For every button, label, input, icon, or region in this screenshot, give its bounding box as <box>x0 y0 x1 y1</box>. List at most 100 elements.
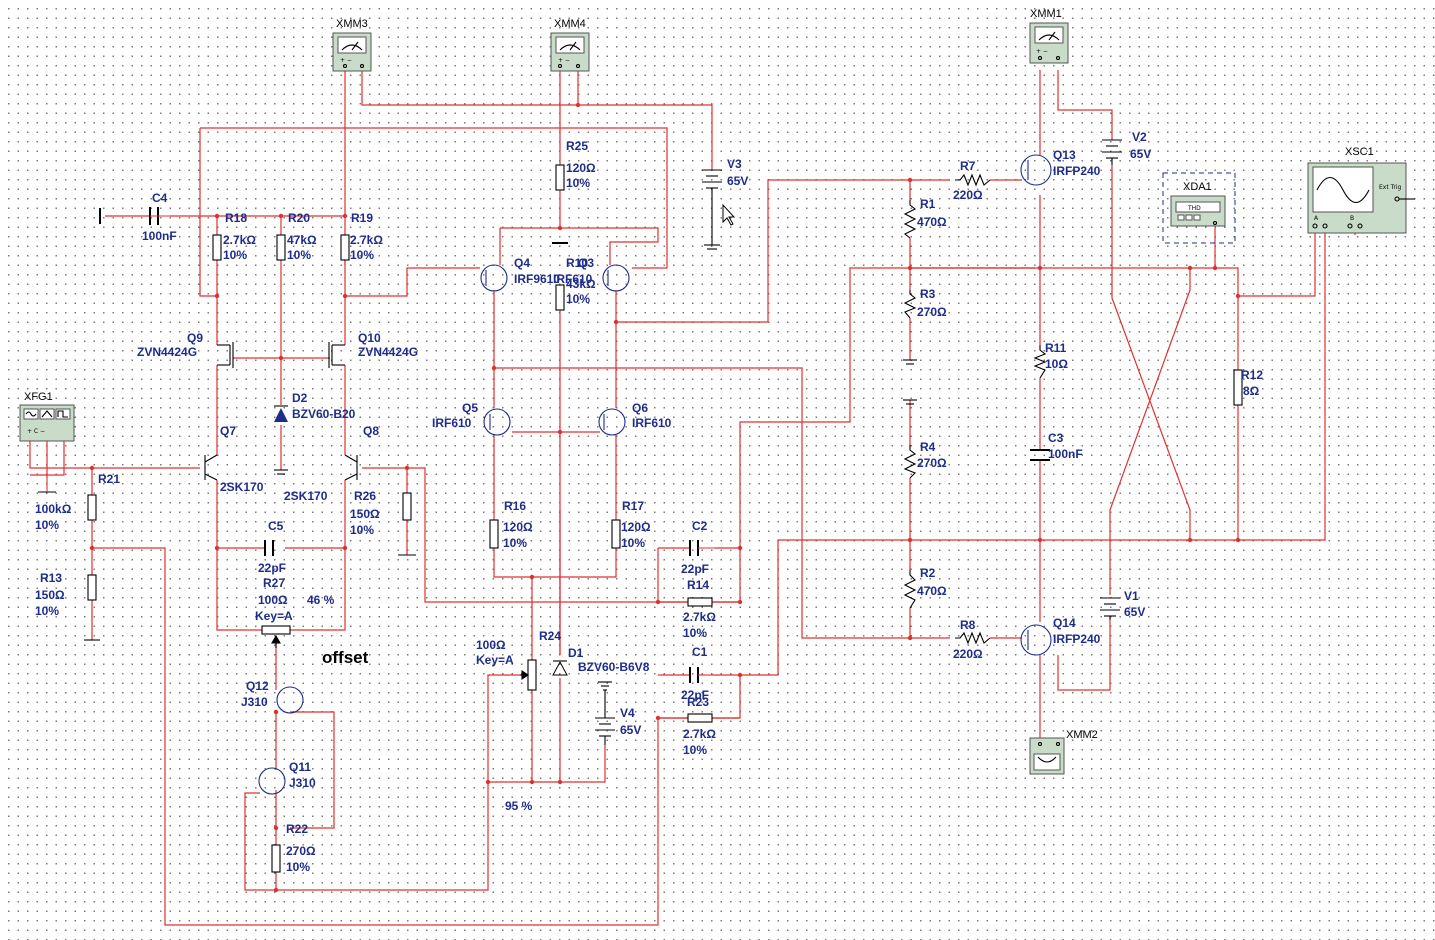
resistor-boxes <box>87 164 1243 873</box>
r24-value-label: 100Ω <box>476 638 506 652</box>
v2-name-label: V2 <box>1132 130 1147 144</box>
r12-value-label: 8Ω <box>1243 384 1260 398</box>
r26-tol-label: 10% <box>350 523 374 537</box>
v3-name-label: V3 <box>727 157 742 171</box>
xmm3-label: XMM3 <box>336 18 368 30</box>
q3-model-label: IRF610 <box>553 272 593 286</box>
xmm2-label: XMM2 <box>1066 729 1098 741</box>
r25-name-label: R25 <box>566 139 588 153</box>
r21-value-label: 100kΩ <box>35 502 72 516</box>
q14-model-label: IRFP240 <box>1053 632 1101 646</box>
r3-name-label: R3 <box>920 287 936 301</box>
r11-value-label: 10Ω <box>1045 357 1068 371</box>
labels: XMM3 XMM4 XMM1 XMM2 XFG1 XDA1 THD XSC1 E… <box>24 8 1402 874</box>
c3-value-label: 100nF <box>1048 447 1083 461</box>
mouse-cursor-icon <box>722 203 736 226</box>
jfet-mosfet-symbols <box>204 342 358 481</box>
xsc1-a-label: A <box>1314 215 1319 222</box>
instrument-xsc1[interactable] <box>1307 162 1415 234</box>
svg-text:+ C −: + C − <box>27 428 45 435</box>
zigzag-resistors <box>903 173 1047 645</box>
r4-value-label: 270Ω <box>917 456 947 470</box>
r24-key-label: Key=A <box>476 653 514 667</box>
v3-value-label: 65V <box>727 174 748 188</box>
v2-value-label: 65V <box>1130 147 1151 161</box>
r10-value-label: 43kΩ <box>566 277 596 291</box>
r4-name-label: R4 <box>920 440 936 454</box>
r26-value-label: 150Ω <box>350 507 380 521</box>
r8-value-label: 220Ω <box>953 647 983 661</box>
r14-value-label: 2.7kΩ <box>683 610 716 624</box>
q9-name-label: Q9 <box>187 331 203 345</box>
r14-tol-label: 10% <box>683 626 707 640</box>
svg-text:+ −: + − <box>340 57 352 64</box>
instrument-xmm2[interactable] <box>1029 737 1065 775</box>
instrument-xmm4[interactable]: + − <box>550 32 590 72</box>
q7-name-label: Q7 <box>220 424 236 438</box>
q5-model-label: IRF610 <box>432 416 472 430</box>
c5-name-label: C5 <box>268 519 284 533</box>
r8-name-label: R8 <box>960 618 976 632</box>
c1-value-label: 22pF <box>681 688 709 702</box>
xda1-screen-label: THD <box>1187 205 1201 212</box>
r18-tol-label: 10% <box>223 248 247 262</box>
c2-value-label: 22pF <box>681 562 709 576</box>
junctions <box>89 102 1241 893</box>
xsc1-ext-label: Ext Trig <box>1379 184 1402 191</box>
q12-name-label: Q12 <box>246 679 269 693</box>
q8-name-label: Q8 <box>363 424 379 438</box>
instrument-xmm1[interactable]: + − <box>1029 22 1069 64</box>
r22-name-label: R22 <box>286 822 308 836</box>
r25-tol-label: 10% <box>566 176 590 190</box>
r27-name-label: R27 <box>263 576 285 590</box>
q6-model-label: IRF610 <box>632 416 672 430</box>
r14-name-label: R14 <box>687 578 709 592</box>
r7-name-label: R7 <box>960 159 976 173</box>
r22-tol-label: 10% <box>286 860 310 874</box>
r19-name-label: R19 <box>351 211 373 225</box>
instrument-xfg1[interactable]: + C − <box>19 404 75 442</box>
c4-value-label: 100nF <box>142 229 177 243</box>
q4-model-label: IRF9610 <box>514 272 560 286</box>
batteries <box>595 139 1122 745</box>
r13-name-label: R13 <box>40 571 62 585</box>
q8-model-label: 2SK170 <box>284 489 328 503</box>
d1-name-label: D1 <box>568 646 584 660</box>
q11-name-label: Q11 <box>289 760 311 774</box>
r2-value-label: 470Ω <box>917 584 947 598</box>
capacitors <box>149 207 1050 683</box>
q13-name-label: Q13 <box>1053 148 1076 162</box>
d2-name-label: D2 <box>292 391 308 405</box>
v1-value-label: 65V <box>1124 605 1145 619</box>
r1-name-label: R1 <box>920 197 936 211</box>
r3-value-label: 270Ω <box>917 305 947 319</box>
xfg1-label: XFG1 <box>24 391 53 403</box>
r18-value-label: 2.7kΩ <box>223 233 256 247</box>
offset-label: offset <box>322 648 369 667</box>
q14-name-label: Q14 <box>1053 616 1076 630</box>
q6-name-label: Q6 <box>632 401 648 415</box>
r16-value-label: 120Ω <box>503 520 533 534</box>
d2-model-label: BZV60-B20 <box>292 407 356 421</box>
d1-model-label: BZV60-B6V8 <box>578 660 650 674</box>
r10-tol-label: 10% <box>566 292 590 306</box>
instrument-xmm3[interactable]: + − <box>332 32 372 72</box>
instrument-xda1[interactable] <box>1162 172 1236 244</box>
r17-tol-label: 10% <box>621 536 645 550</box>
r20-name-label: R20 <box>288 211 310 225</box>
r24-pct-label: 95 % <box>505 799 533 813</box>
c1-name-label: C1 <box>692 645 708 659</box>
r19-tol-label: 10% <box>350 248 374 262</box>
r17-name-label: R17 <box>622 499 644 513</box>
r24-name-label: R24 <box>539 629 561 643</box>
q12-model-label: J310 <box>241 695 268 709</box>
q13-model-label: IRFP240 <box>1053 164 1101 178</box>
q9-model-label: ZVN4424G <box>137 345 197 359</box>
r7-value-label: 220Ω <box>953 188 983 202</box>
r21-name-label: R21 <box>98 472 120 486</box>
q10-name-label: Q10 <box>358 331 381 345</box>
xmm4-label: XMM4 <box>554 18 586 30</box>
v4-value-label: 65V <box>620 723 641 737</box>
